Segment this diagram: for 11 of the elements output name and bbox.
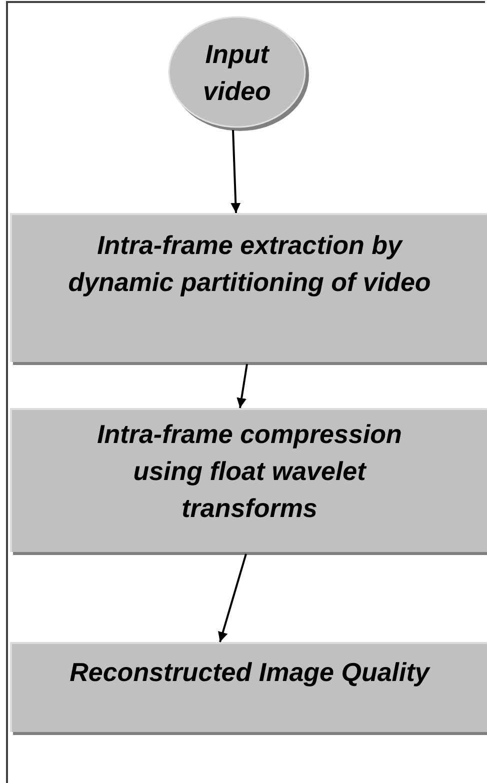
node-text: Intra-frame extraction by dynamic partitioning of video — [67, 229, 432, 299]
arrow — [230, 130, 241, 214]
node-text: Reconstructed Image Quality — [68, 656, 432, 689]
process-box — [10, 642, 487, 732]
arrow — [218, 554, 247, 642]
start-ellipse — [168, 16, 306, 128]
process-box — [10, 408, 487, 552]
node-text: Input video — [202, 38, 272, 108]
arrow — [236, 364, 248, 408]
process-box — [10, 213, 487, 362]
node-text: Intra-frame compression using float wavelet transforms — [96, 418, 403, 525]
